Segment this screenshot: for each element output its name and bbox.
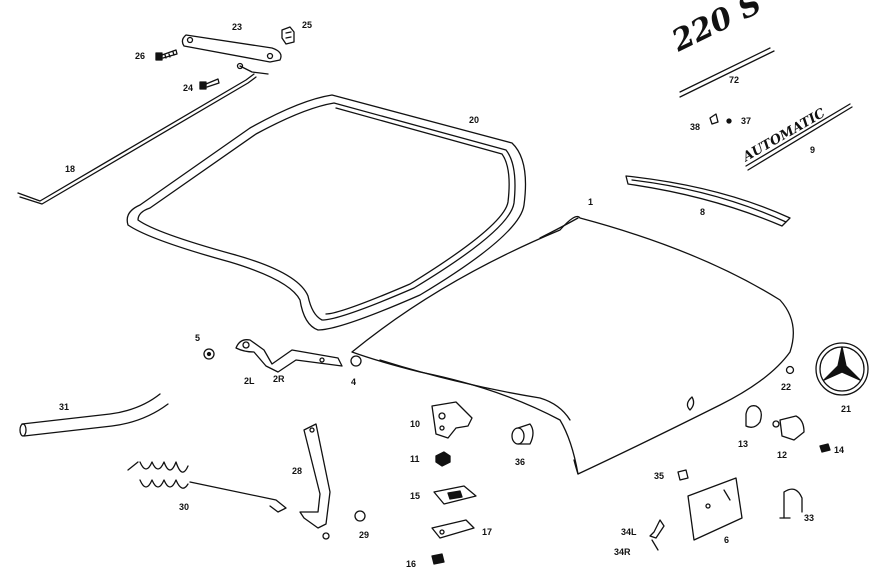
- part-34-clips: [649, 519, 665, 551]
- part-6-light-housing: [687, 477, 743, 541]
- callout-33: 33: [804, 513, 815, 523]
- part-11-nut: [435, 451, 451, 467]
- callout-11: 11: [410, 454, 420, 464]
- model-badge-underline: [679, 47, 775, 98]
- part-1-trunk-lid: [351, 215, 794, 475]
- callout-30: 30: [179, 502, 190, 512]
- callout-13: 13: [738, 439, 749, 449]
- part-31-seal-tube: [19, 393, 169, 437]
- callout-28: 28: [292, 466, 303, 476]
- callout-38: 38: [690, 122, 701, 132]
- callout-16: 16: [406, 559, 417, 569]
- callout-36: 36: [515, 457, 526, 467]
- callout-1: 1: [588, 197, 594, 207]
- part-13-gasket: [745, 405, 762, 428]
- part-38-37-small-parts: [709, 113, 732, 125]
- callout-9: 9: [810, 145, 816, 155]
- part-23-hinge-strap: [181, 34, 282, 63]
- callout-22: 22: [781, 382, 792, 392]
- callout-2L: 2L: [244, 376, 255, 386]
- callout-26: 26: [135, 51, 146, 61]
- part-30-spring: [127, 461, 287, 513]
- part-18-support-rod: [17, 62, 269, 205]
- callout-6: 6: [724, 535, 730, 545]
- callout-14: 14: [834, 445, 845, 455]
- part-14-screw: [819, 443, 831, 453]
- callout-15: 15: [410, 491, 421, 501]
- part-36-buffer: [511, 423, 534, 445]
- callout-8: 8: [700, 207, 706, 217]
- callout-2R: 2R: [273, 374, 285, 384]
- part-28-lift-arm: [299, 423, 331, 540]
- part-4-washer: [350, 355, 362, 367]
- part-2-hinge: [235, 339, 343, 373]
- part-29-nut: [354, 510, 366, 522]
- callout-4: 4: [351, 377, 357, 387]
- part-24-screw: [199, 78, 220, 90]
- part-10-latch-bracket: [431, 401, 473, 439]
- part-35-plug: [677, 469, 689, 481]
- part-33-hook: [779, 488, 803, 519]
- callout-34R: 34R: [614, 547, 631, 557]
- callout-17: 17: [482, 527, 493, 537]
- part-20-window-seal: [126, 94, 527, 331]
- callout-24: 24: [183, 83, 194, 93]
- callout-20: 20: [469, 115, 480, 125]
- part-22-grommet: [785, 365, 795, 375]
- callout-12: 12: [777, 450, 788, 460]
- callout-29: 29: [359, 530, 370, 540]
- callout-72: 72: [729, 75, 740, 85]
- automatic-badge-underline: [745, 103, 853, 171]
- callout-35: 35: [654, 471, 665, 481]
- callout-25: 25: [302, 20, 313, 30]
- part-17-bracket-plate: [431, 519, 475, 539]
- part-16-square-nut: [431, 553, 445, 565]
- part-15-latch-plate: [433, 485, 477, 505]
- part-26-bolt: [155, 49, 178, 61]
- part-12-lock-cylinder: [772, 415, 805, 441]
- callout-10: 10: [410, 419, 421, 429]
- part-25-clip: [281, 26, 295, 45]
- callout-37: 37: [741, 116, 752, 126]
- callout-23: 23: [232, 22, 243, 32]
- part-21-star-emblem: [815, 342, 869, 396]
- callout-18: 18: [65, 164, 76, 174]
- callout-5: 5: [195, 333, 201, 343]
- callout-31: 31: [59, 402, 70, 412]
- part-5-washer: [203, 348, 215, 360]
- callout-34L: 34L: [621, 527, 637, 537]
- callout-21: 21: [841, 404, 852, 414]
- part-8-trim-strip: [625, 175, 791, 227]
